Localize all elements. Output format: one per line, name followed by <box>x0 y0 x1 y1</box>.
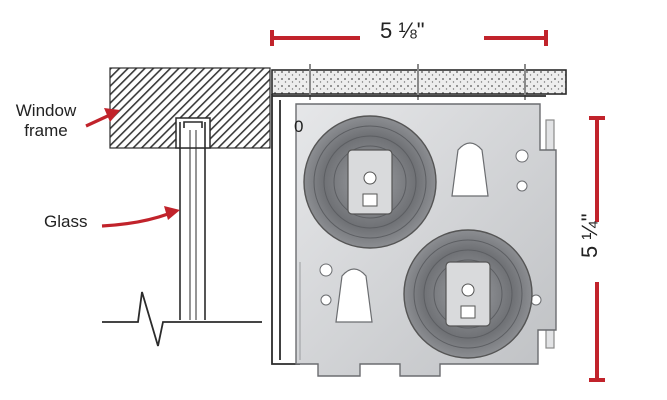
window-frame-label-line2: frame <box>24 121 68 140</box>
width-dimension-label: 5 ⅛" <box>380 18 425 43</box>
window-frame-arrow <box>85 108 120 128</box>
wall-break-line <box>102 291 262 347</box>
glass-pane <box>179 121 206 320</box>
bracket-marker-label: 0 <box>294 117 303 136</box>
mounting-board <box>271 64 567 100</box>
glass-label: Glass <box>44 212 88 231</box>
height-dimension-label: 5 ¼" <box>577 213 602 258</box>
spring-motor-upper <box>303 115 437 249</box>
window-frame-label: Window frame <box>6 101 86 141</box>
height-dimension-line <box>589 116 605 382</box>
width-dimension-line <box>270 30 548 46</box>
window-frame-label-line1: Window <box>15 101 77 120</box>
spring-motor-lower <box>403 229 533 359</box>
glass-arrow <box>101 206 180 228</box>
